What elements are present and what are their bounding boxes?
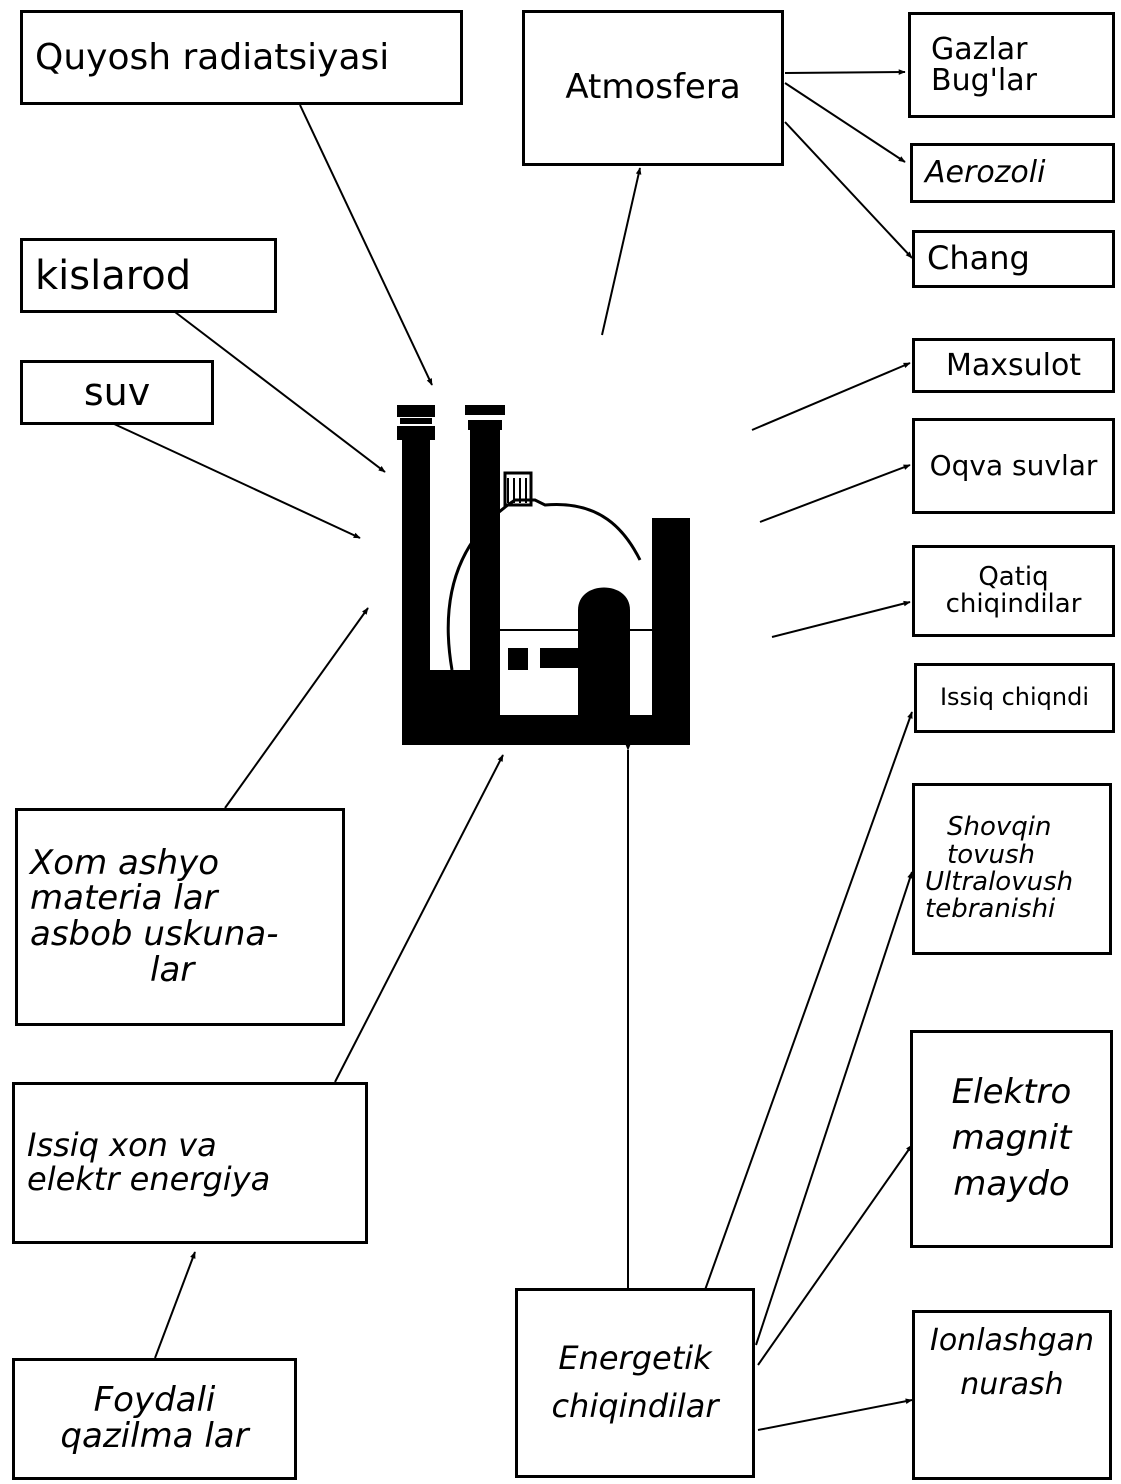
energy-input-line-2: elektr energiya — [27, 1160, 271, 1198]
arrow-energy-to-ionizing — [757, 1398, 913, 1431]
plant-window-2 — [540, 648, 580, 668]
ionizing-line-2: nurash — [960, 1366, 1064, 1402]
energy-waste-line-1: Energetik — [558, 1339, 712, 1378]
arrow-atmosphere-to-aerosols — [784, 82, 906, 163]
arrow-energy-to-noise — [755, 871, 913, 1346]
arrow-oxygen-to-plant — [174, 311, 386, 473]
wastewater-label: Oqva suvlar — [929, 449, 1098, 483]
vapors-label: Bug'lar — [931, 63, 1037, 98]
solid-waste-line-1: Qatiq — [978, 561, 1049, 592]
noise-line-4: tebranishi — [925, 894, 1056, 925]
solar-radiation-box: Quyosh radiatsiyasi — [20, 10, 463, 105]
arrow-plant-to-wastewater — [759, 464, 911, 523]
arrow-minerals-to-energy — [154, 1251, 196, 1359]
water-label: suv — [83, 369, 151, 414]
energy-waste-line-2: chiqindilar — [551, 1387, 719, 1425]
solid-waste-box: Qatiq chiqindilar — [912, 545, 1115, 637]
heat-waste-label: Issiq chiqndi — [939, 683, 1090, 712]
heat-waste-box: Issiq chiqndi — [914, 663, 1115, 733]
raw-materials-line-4: lar — [150, 949, 195, 990]
minerals-line-1: Foydali — [93, 1380, 216, 1421]
noise-line-1: Shovqin — [947, 812, 1052, 843]
arrow-energy-to-plant — [334, 754, 504, 1083]
solar-radiation-label: Quyosh radiatsiyasi — [35, 36, 390, 78]
solid-waste-line-2: chiqindilar — [945, 589, 1082, 619]
plant-chimney-left-cap — [397, 405, 435, 417]
raw-materials-box: Xom ashyo materia lar asbob uskuna- lar — [15, 808, 345, 1026]
plant-base — [402, 715, 690, 745]
atmosphere-box: Atmosfera — [522, 10, 784, 166]
arrow-energy-to-heat — [704, 711, 913, 1291]
energy-input-line-1: Issiq xon va — [27, 1126, 217, 1165]
noise-line-2: tovush — [947, 839, 1035, 870]
oxygen-box: kislarod — [20, 238, 277, 313]
plant-chimney-right — [470, 430, 500, 715]
industrial-plant-icon — [397, 405, 690, 745]
arrow-plant-to-solid-waste — [771, 600, 911, 638]
plant-arch — [578, 587, 630, 730]
wastewater-box: Oqva suvlar — [912, 418, 1115, 514]
water-box: suv — [20, 360, 214, 425]
plant-dome-ring — [503, 471, 533, 507]
noise-line-3: Ultralovush — [925, 867, 1074, 897]
ionizing-radiation-box: Ionlashgan nurash — [912, 1310, 1112, 1480]
arrow-raw-materials-to-plant — [224, 607, 369, 809]
arrow-atmosphere-to-dust — [784, 121, 913, 259]
energy-input-box: Issiq xon va elektr energiya — [12, 1082, 368, 1244]
noise-box: Shovqin tovush Ultralovush tebranishi — [912, 783, 1112, 955]
product-label: Maxsulot — [945, 347, 1082, 383]
electromagnetic-line-3: maydo — [953, 1163, 1070, 1204]
arrow-energy-to-em — [757, 1144, 913, 1366]
plant-tower-right — [652, 518, 690, 718]
raw-materials-line-3: asbob uskuna- — [30, 914, 279, 954]
minerals-box: Foydali qazilma lar — [12, 1358, 297, 1480]
product-box: Maxsulot — [912, 338, 1115, 393]
raw-materials-line-2: materia lar — [30, 878, 218, 919]
arrow-water-to-plant — [111, 422, 361, 539]
oxygen-label: kislarod — [35, 252, 192, 299]
plant-window-1 — [508, 648, 528, 670]
ionizing-line-1: Ionlashgan — [929, 1323, 1095, 1358]
energy-waste-box: Energetik chiqindilar — [515, 1288, 755, 1478]
electromagnetic-line-1: Elektro — [951, 1072, 1072, 1113]
gases-vapors-box: Gazlar Bug'lar — [908, 12, 1115, 118]
raw-materials-line-1: Xom ashyo — [30, 842, 220, 883]
minerals-line-2: qazilma lar — [60, 1416, 249, 1456]
plant-chimney-left — [402, 440, 430, 715]
atmosphere-label: Atmosfera — [565, 67, 741, 108]
arrow-atmosphere-to-gases — [784, 69, 906, 75]
electromagnetic-line-2: magnit — [951, 1118, 1072, 1159]
aerosols-label: Aerozoli — [925, 155, 1046, 191]
arrow-plant-to-atmosphere — [601, 167, 642, 336]
gases-label: Gazlar — [931, 31, 1028, 67]
aerosols-box: Aerozoli — [910, 143, 1115, 203]
electromagnetic-box: Elektro magnit maydo — [910, 1030, 1113, 1248]
dust-box: Chang — [912, 230, 1115, 288]
dust-label: Chang — [927, 239, 1030, 278]
arrow-plant-to-product — [751, 362, 911, 431]
arrow-solar-to-plant — [299, 104, 433, 386]
plant-chimney-right-cap — [465, 405, 505, 415]
